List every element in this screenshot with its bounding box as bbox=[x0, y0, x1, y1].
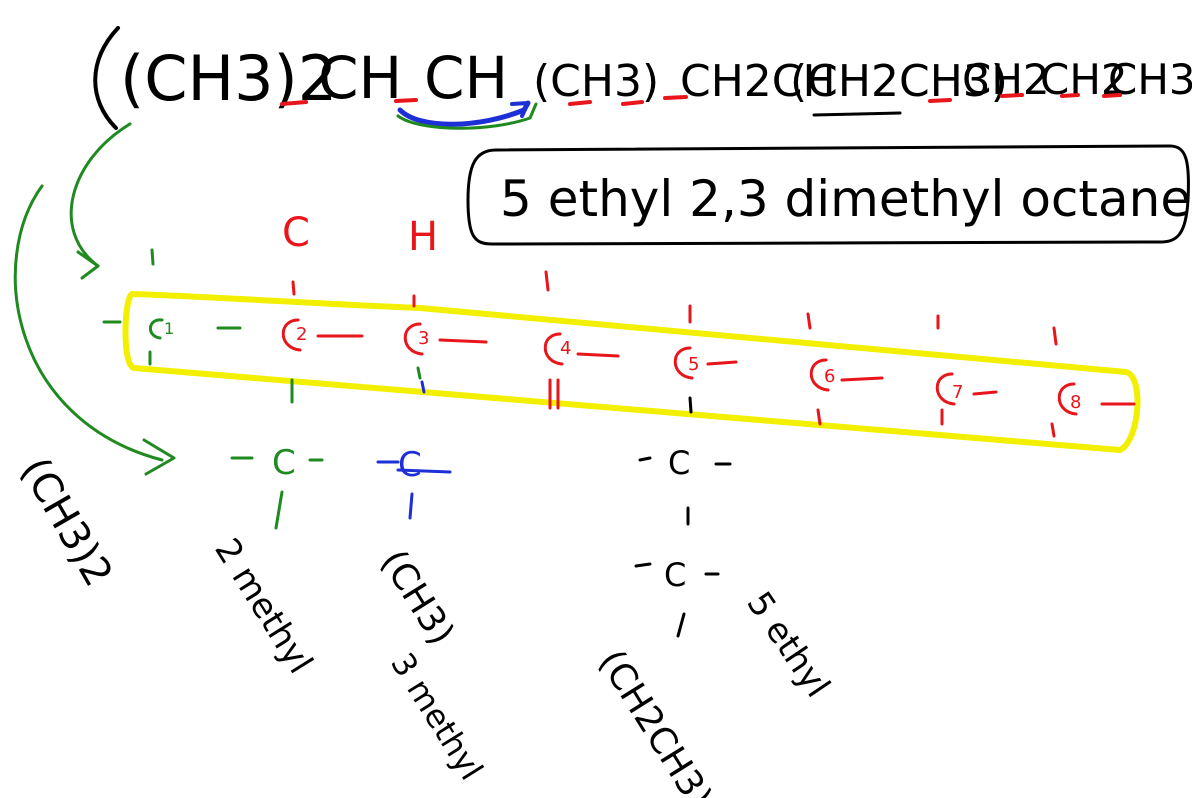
branch-arrow-green bbox=[396, 102, 538, 130]
chain-carbon-3: 3 bbox=[403, 322, 429, 356]
main-chain: 1 2 3 4 5 6 7 8 bbox=[102, 248, 1136, 438]
green-arrows bbox=[13, 122, 176, 476]
arrow-to-methyl-group bbox=[13, 184, 164, 462]
name-box: 5 ethyl 2,3 dimethyl octane bbox=[466, 144, 1191, 246]
label-3-methyl: 3 methyl bbox=[383, 646, 490, 787]
chain-carbon-1: 1 bbox=[149, 318, 174, 340]
arrow-to-carbon-1 bbox=[69, 122, 132, 268]
formula-red-dashes bbox=[280, 93, 1122, 106]
group-ethyl-ch2ch3: (CH2CH3) bbox=[590, 643, 719, 798]
chain-carbon-5: 5 bbox=[673, 346, 699, 380]
formula-open-paren bbox=[93, 26, 120, 130]
svg-text:C: C bbox=[668, 444, 690, 482]
formula-group-ch2ch: CH2CH bbox=[680, 56, 836, 107]
svg-text:2: 2 bbox=[296, 324, 307, 345]
svg-text:1: 1 bbox=[164, 319, 174, 338]
svg-text:7: 7 bbox=[952, 382, 963, 403]
label-5-ethyl: 5 ethyl bbox=[739, 585, 838, 705]
chain-carbon-6: 6 bbox=[809, 358, 835, 392]
branch-arrow-blue bbox=[397, 100, 531, 127]
formula-group-ch3-end: CH3 bbox=[1108, 55, 1192, 104]
chain-carbon-8: 8 bbox=[1057, 382, 1081, 416]
label-c-above: C bbox=[282, 210, 310, 256]
label-2-methyl: 2 methyl bbox=[206, 532, 320, 681]
branch-arrow-head bbox=[510, 101, 530, 118]
svg-text:4: 4 bbox=[560, 338, 571, 359]
chain-carbon-7: 7 bbox=[935, 372, 963, 406]
left-group-ch3-2: (CH3)2 bbox=[11, 450, 121, 594]
svg-text:5: 5 bbox=[688, 354, 699, 375]
chain-carbon-2: 2 bbox=[281, 318, 307, 352]
formula-group-ch-b: CH bbox=[424, 44, 508, 112]
branch-carbon-2: C bbox=[230, 378, 324, 530]
ethyl-underline bbox=[812, 111, 902, 117]
chain-carbon-4: 4 bbox=[543, 332, 571, 366]
iupac-name: 5 ethyl 2,3 dimethyl octane bbox=[500, 170, 1191, 228]
label-h-above: H bbox=[408, 214, 438, 260]
formula-group-ch3-branch: (CH3) bbox=[533, 56, 659, 107]
name-box-outline bbox=[466, 144, 1190, 246]
svg-text:6: 6 bbox=[824, 366, 835, 387]
svg-text:C: C bbox=[272, 443, 296, 483]
group-ch3-methyl3: (CH3) bbox=[372, 543, 461, 652]
branch-carbon-3: C bbox=[376, 366, 452, 520]
formula-group-ch-a: CH bbox=[318, 44, 402, 112]
chain-bonds bbox=[102, 320, 1136, 406]
svg-text:8: 8 bbox=[1070, 392, 1081, 413]
condensed-formula: (CH3)2 CH CH (CH3) CH2CH (CH2CH3) CH2 CH… bbox=[93, 26, 1192, 130]
branch-carbon-5: C C bbox=[634, 444, 732, 638]
formula-group-ethyl: (CH2CH3) bbox=[790, 56, 1008, 107]
chain-vertical-ticks bbox=[148, 248, 1058, 438]
svg-text:C: C bbox=[398, 445, 422, 485]
main-chain-highlight bbox=[122, 291, 1141, 453]
svg-text:C: C bbox=[664, 556, 686, 594]
svg-text:3: 3 bbox=[418, 328, 429, 349]
